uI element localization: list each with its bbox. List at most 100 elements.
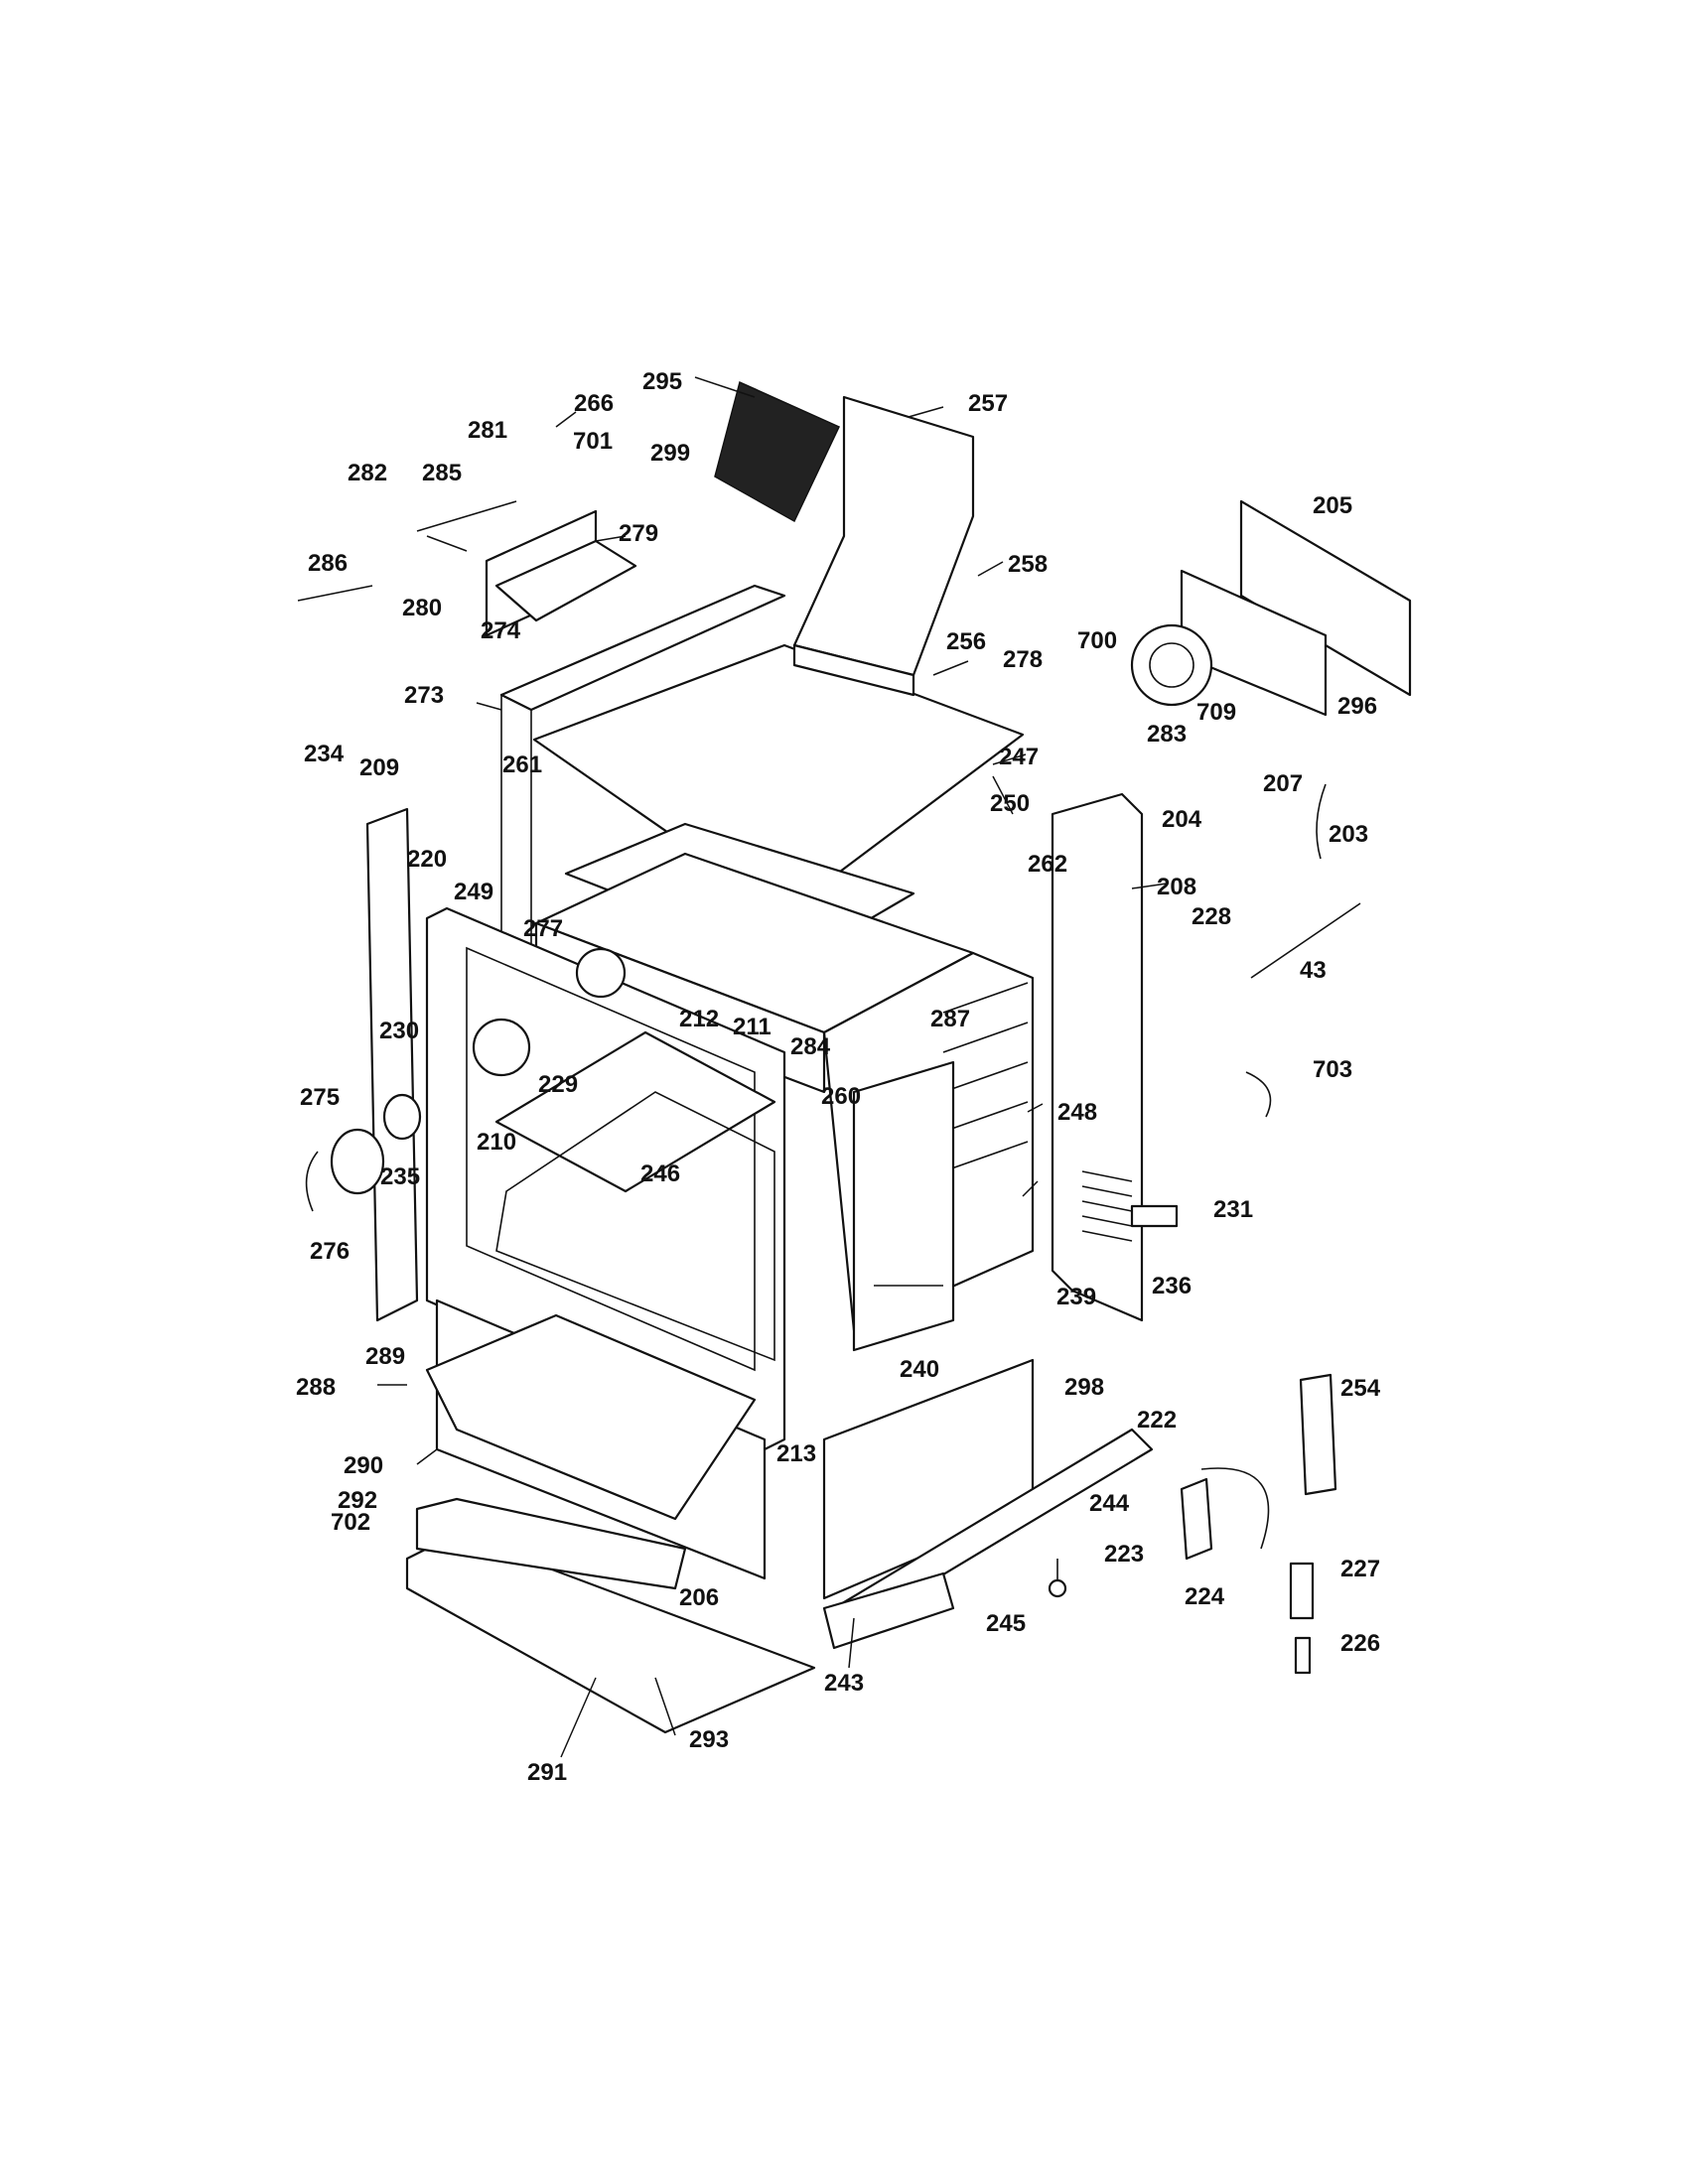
part-label: 288 <box>296 1374 336 1401</box>
part-label: 229 <box>538 1071 578 1098</box>
part-label: 207 <box>1263 770 1303 797</box>
cabinet-drawing <box>305 380 1412 1734</box>
part-label: 266 <box>574 390 614 417</box>
part-label: 243 <box>824 1670 864 1697</box>
probe <box>1250 902 1361 979</box>
part-label: 222 <box>1137 1407 1177 1433</box>
leader-lines <box>297 376 1168 1758</box>
vent-insulation <box>714 380 841 523</box>
part-labels: 295 257 266 281 701 282 285 299 286 279 … <box>296 368 1381 1786</box>
back-panel <box>1051 792 1144 1322</box>
left-side-panel <box>365 807 419 1322</box>
part-label: 292 <box>338 1487 377 1514</box>
part-label: 277 <box>523 915 563 942</box>
part-label: 231 <box>1213 1196 1253 1223</box>
power-cord <box>1316 783 1327 860</box>
part-label: 249 <box>454 879 493 905</box>
part-label: 236 <box>1152 1273 1192 1299</box>
part-label: 703 <box>1313 1056 1352 1083</box>
part-label: 289 <box>365 1343 405 1370</box>
part-label: 223 <box>1104 1541 1144 1568</box>
part-label: 290 <box>344 1452 383 1479</box>
part-label: 701 <box>573 428 613 455</box>
part-label: 210 <box>477 1129 516 1156</box>
bottom-tray <box>415 1497 687 1590</box>
part-label: 283 <box>1147 721 1187 748</box>
light-socket-ring <box>575 947 627 999</box>
part-label: 246 <box>640 1160 680 1187</box>
spring-link <box>1294 1636 1312 1675</box>
part-label: 220 <box>407 846 447 873</box>
part-label: 212 <box>679 1006 719 1032</box>
arc-shield <box>1245 1071 1272 1118</box>
part-label: 203 <box>1329 821 1368 848</box>
part-label: 234 <box>304 741 345 767</box>
side-louvers <box>942 982 1029 1172</box>
part-label: 213 <box>776 1440 816 1467</box>
part-label: 257 <box>968 390 1008 417</box>
part-label: 211 <box>733 1014 772 1040</box>
drawer-tray <box>425 1313 757 1521</box>
part-label: 260 <box>821 1083 861 1110</box>
part-label: 205 <box>1313 492 1352 519</box>
part-label: 296 <box>1337 693 1377 720</box>
lamp-bulb <box>382 1093 422 1141</box>
part-label: 261 <box>502 751 542 778</box>
part-label: 256 <box>946 628 986 655</box>
part-label: 208 <box>1157 874 1196 900</box>
part-label: 239 <box>1056 1284 1096 1310</box>
side-shield-panel <box>852 1060 955 1352</box>
part-label: 226 <box>1340 1630 1380 1657</box>
part-label: 287 <box>930 1006 970 1032</box>
small-bracket <box>1130 1204 1179 1228</box>
part-label: 276 <box>310 1238 350 1265</box>
part-label: 235 <box>380 1163 420 1190</box>
part-label: 299 <box>650 440 690 467</box>
part-label: 43 <box>1300 957 1327 984</box>
part-label: 206 <box>679 1584 719 1611</box>
part-label: 285 <box>422 460 462 486</box>
part-label: 244 <box>1089 1490 1130 1517</box>
part-label: 230 <box>379 1018 419 1044</box>
burner-plate <box>472 1018 531 1077</box>
part-label: 227 <box>1340 1556 1380 1582</box>
part-label: 278 <box>1003 646 1043 673</box>
part-label: 282 <box>348 460 387 486</box>
part-label: 262 <box>1028 851 1067 878</box>
part-label: 279 <box>619 520 658 547</box>
part-label: 709 <box>1196 699 1236 726</box>
part-label: 245 <box>986 1610 1026 1637</box>
part-label: 228 <box>1192 903 1231 930</box>
part-label: 209 <box>359 754 399 781</box>
part-label: 295 <box>642 368 682 395</box>
part-label: 204 <box>1162 806 1202 833</box>
part-label: 293 <box>689 1726 729 1753</box>
part-label: 700 <box>1077 627 1117 654</box>
part-label: 248 <box>1057 1099 1097 1126</box>
part-label: 254 <box>1340 1375 1381 1402</box>
part-label: 702 <box>331 1509 370 1536</box>
part-label: 291 <box>527 1759 567 1786</box>
rear-bracket <box>1239 499 1412 697</box>
lamp-cover <box>330 1128 385 1195</box>
round-vent <box>1130 623 1213 707</box>
part-label: 250 <box>990 790 1030 817</box>
part-label: 286 <box>308 550 348 577</box>
part-label: 274 <box>481 617 521 644</box>
part-label: 280 <box>402 595 442 621</box>
part-label: 240 <box>900 1356 939 1383</box>
back-panel-vents <box>1081 1170 1133 1242</box>
part-label: 273 <box>404 682 444 709</box>
part-label: 281 <box>468 417 507 444</box>
spring <box>1289 1562 1315 1620</box>
hinge-bracket <box>1299 1373 1337 1496</box>
part-label: 284 <box>790 1033 831 1060</box>
part-label: 275 <box>300 1084 340 1111</box>
front-frame-opening <box>466 946 756 1372</box>
wire-clip <box>305 1151 319 1212</box>
hinge <box>1180 1477 1213 1561</box>
part-label: 258 <box>1008 551 1048 578</box>
drawer-rail <box>822 1571 955 1650</box>
